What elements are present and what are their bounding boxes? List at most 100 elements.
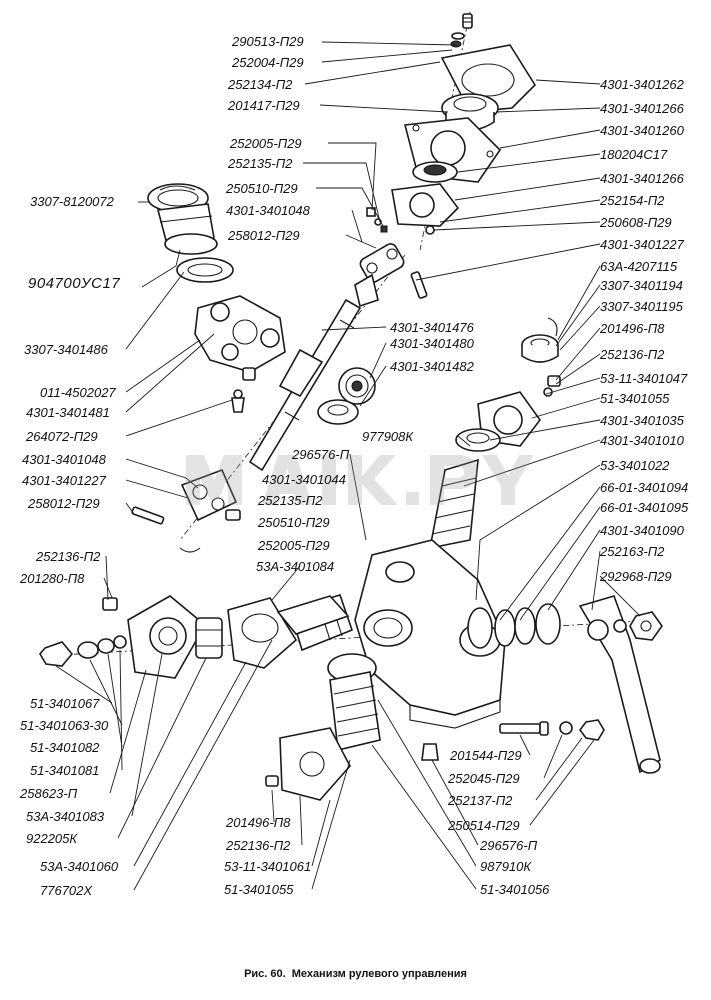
- top-bolt: [462, 13, 473, 29]
- part-label-201496-right: 201496-П8: [600, 321, 665, 336]
- part-label-4301-3401048-top: 4301-3401048: [226, 203, 310, 218]
- lower-bolt: [131, 506, 165, 525]
- figure-number: Рис. 60.: [244, 968, 286, 980]
- universal-joint-cross: [194, 295, 286, 381]
- part-label-4301-3401010: 4301-3401010: [600, 433, 684, 448]
- part-label-296576-lower: 296576-П: [480, 838, 538, 853]
- part-label-252163: 252163-П2: [600, 544, 665, 559]
- curved-arrow: [547, 317, 558, 337]
- part-label-4301-3401227-right: 4301-3401227: [600, 237, 684, 252]
- left-bolt: [102, 597, 118, 611]
- shaft-ring: [317, 399, 359, 425]
- steering-shaft: [248, 298, 362, 472]
- part-label-4301-3401048-left: 4301-3401048: [22, 452, 106, 467]
- left-end-nut: [39, 641, 74, 667]
- part-label-4301-3401090: 4301-3401090: [600, 523, 684, 538]
- part-label-250608: 250608-П29: [600, 215, 672, 230]
- part-label-51-3401055-right: 51-3401055: [600, 391, 670, 406]
- upper-bolt: [410, 271, 428, 299]
- part-label-51-3401082: 51-3401082: [30, 740, 100, 755]
- part-label-51-3401081: 51-3401081: [30, 763, 100, 778]
- piston-body: [227, 597, 298, 669]
- small-nut: [425, 225, 435, 235]
- part-label-252135: 252135-П2: [228, 156, 293, 171]
- part-label-264072: 264072-П29: [26, 429, 98, 444]
- part-label-252004: 252004-П29: [232, 55, 304, 70]
- top-washer-1: [451, 32, 465, 40]
- part-label-66-01-3401095: 66-01-3401095: [600, 500, 689, 515]
- part-label-250514: 250514-П29: [448, 818, 520, 833]
- part-label-4301-3401481: 4301-3401481: [26, 405, 110, 420]
- part-label-252136-right: 252136-П2: [600, 347, 665, 362]
- part-label-252137: 252137-П2: [448, 793, 513, 808]
- part-label-4301-3401260: 4301-3401260: [600, 123, 684, 138]
- upper-bearing: [412, 161, 458, 183]
- lower-universal-joint: [180, 468, 241, 522]
- part-label-4301-3401266-b: 4301-3401266: [600, 171, 684, 186]
- lower-seal-stack: [467, 607, 493, 649]
- part-label-4301-3401035: 4301-3401035: [600, 413, 684, 428]
- left-adjust-parts: [77, 635, 127, 659]
- part-label-66-01-3401094: 66-01-3401094: [600, 480, 689, 495]
- part-label-258623: 258623-П: [20, 786, 78, 801]
- part-label-987910: 987910К: [480, 859, 532, 874]
- part-label-252005: 252005-П29: [230, 136, 302, 151]
- boot-seal-ring: [176, 257, 234, 283]
- nut-b: [380, 225, 388, 233]
- part-label-250510-mid: 250510-П29: [258, 515, 330, 530]
- part-label-201417: 201417-П29: [228, 98, 300, 113]
- part-label-4301-3401266-a: 4301-3401266: [600, 101, 684, 116]
- part-label-4301-3401227-left: 4301-3401227: [22, 473, 106, 488]
- part-label-201280: 201280-П8: [20, 571, 85, 586]
- figure-title: Механизм рулевого управления: [291, 968, 467, 980]
- oil-seal: [455, 428, 501, 452]
- part-label-250510: 250510-П29: [226, 181, 298, 196]
- part-label-53A-3401083: 53А-3401083: [26, 809, 105, 824]
- rubber-boot: [156, 203, 218, 255]
- worm-shaft-assembly: [428, 458, 479, 550]
- part-label-4301-3401482: 4301-3401482: [390, 359, 474, 374]
- part-label-53-3401022: 53-3401022: [600, 458, 670, 473]
- part-label-201544: 201544-П29: [450, 748, 522, 763]
- plug-nut: [579, 719, 605, 741]
- part-label-252154: 252154-П2: [600, 193, 665, 208]
- part-label-252136-left: 252136-П2: [36, 549, 101, 564]
- rack-cover: [276, 595, 350, 635]
- part-label-53-11-3401047: 53-11-3401047: [600, 371, 688, 386]
- bleed-plug: [421, 743, 439, 761]
- part-label-011-4502027: 011-4502027: [40, 385, 116, 400]
- part-label-252136-bottom: 252136-П2: [226, 838, 291, 853]
- washer-a: [374, 218, 382, 226]
- bottom-bolt: [265, 775, 279, 787]
- plug-bolt: [499, 721, 549, 736]
- leader-lines: [55, 41, 641, 891]
- part-label-904700: 904700УС17: [28, 275, 121, 292]
- part-label-53-11-3401061: 53-11-3401061: [224, 859, 312, 874]
- part-label-977908: 977908К: [362, 429, 414, 444]
- pitman-arm: [578, 595, 661, 774]
- part-label-4301-3401262: 4301-3401262: [600, 77, 684, 92]
- part-label-53A-3401060: 53А-3401060: [40, 859, 119, 874]
- part-label-292968: 292968-П29: [600, 569, 672, 584]
- part-label-3307-3401195: 3307-3401195: [600, 299, 683, 314]
- part-label-53A-3401084: 53А-3401084: [256, 559, 335, 574]
- part-label-252134: 252134-П2: [228, 77, 293, 92]
- bottom-cover-plate: [279, 727, 351, 801]
- part-label-296576-upper: 296576-П: [292, 447, 350, 462]
- part-label-258012-top: 258012-П29: [228, 228, 300, 243]
- part-label-4301-3401044: 4301-3401044: [262, 472, 346, 487]
- part-label-63A-4207115: 63А-4207115: [600, 259, 678, 274]
- part-label-51-3401067: 51-3401067: [30, 696, 100, 711]
- top-washer-2: [450, 40, 462, 48]
- side-cover-flange: [127, 595, 207, 679]
- pitman-nut: [629, 611, 663, 641]
- part-label-4301-3401476: 4301-3401476: [390, 320, 474, 335]
- rotation-arrow: [179, 547, 201, 553]
- part-label-51-3401055-bottom: 51-3401055: [224, 882, 294, 897]
- pitman-washer: [613, 619, 627, 633]
- lower-flange-plate: [391, 183, 460, 227]
- sector-shaft-seals: [494, 603, 561, 647]
- ball-nut-rack: [327, 653, 381, 751]
- piston-bearing: [195, 617, 223, 659]
